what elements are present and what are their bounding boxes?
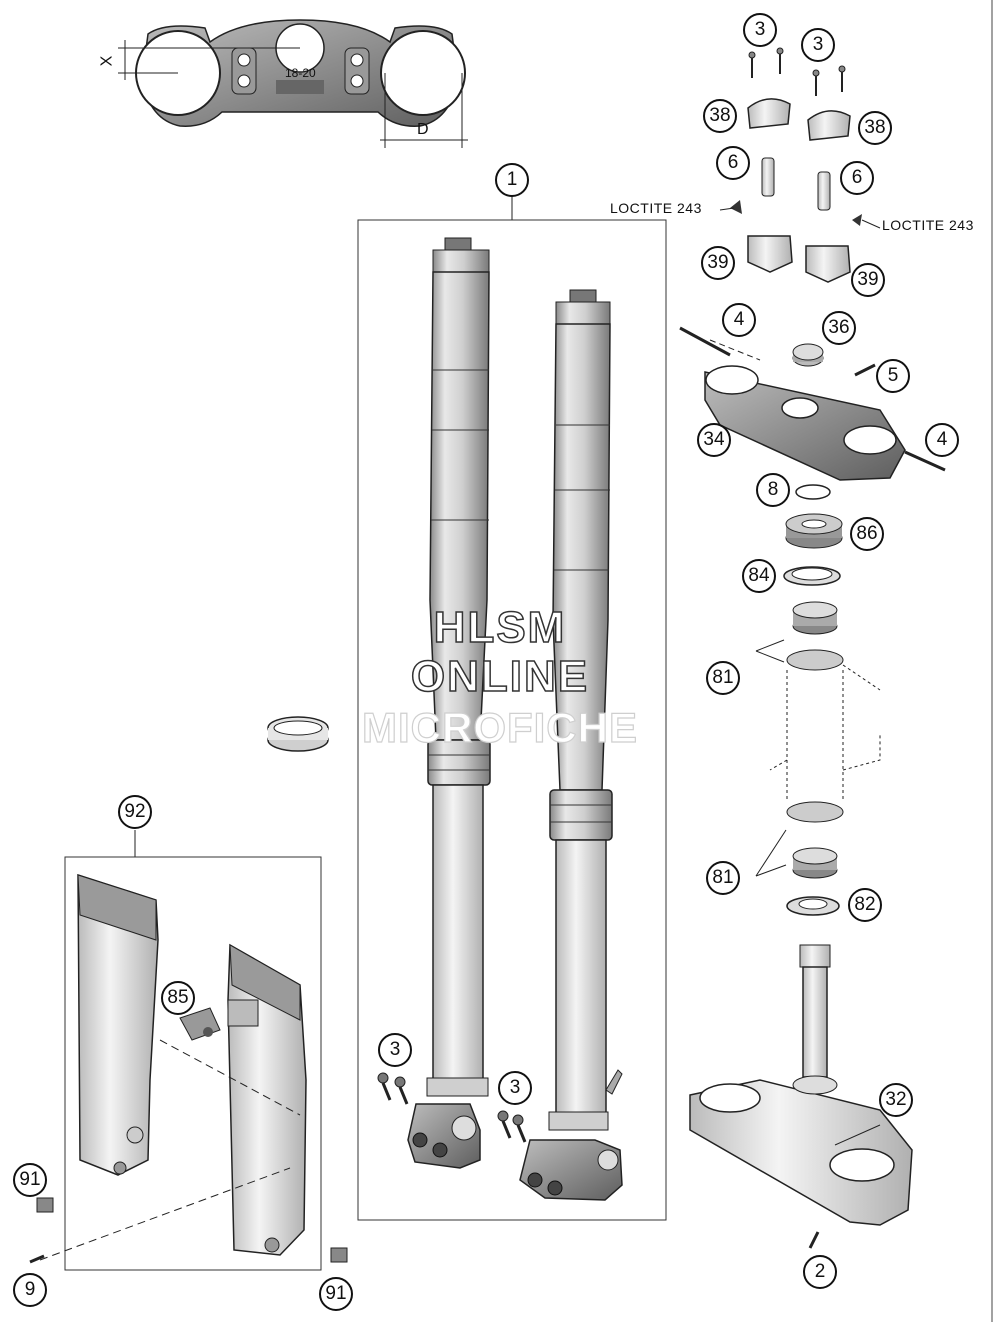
callout-2[interactable]: 2 [803, 1255, 837, 1289]
handlebar-clamps-upper [747, 98, 851, 141]
callout-39-right[interactable]: 39 [851, 263, 885, 297]
handlebar-clamps-lower [747, 235, 851, 283]
brake-hose-guide [179, 1007, 221, 1041]
fork-guard-left [77, 873, 159, 1176]
callout-38-right[interactable]: 38 [858, 111, 892, 145]
lower-seal-ring [786, 896, 840, 916]
callout-34[interactable]: 34 [697, 423, 731, 457]
callout-6-right[interactable]: 6 [840, 161, 874, 195]
lower-triple-clamp-with-stem [689, 944, 913, 1249]
fork-clamp-bolts-right [497, 1110, 527, 1143]
dimension-x-label: X [98, 55, 116, 67]
callout-9[interactable]: 9 [13, 1273, 47, 1307]
callout-8[interactable]: 8 [756, 473, 790, 507]
seal-ring [783, 566, 841, 586]
fork-leg-left [407, 237, 491, 1169]
callout-4-upper[interactable]: 4 [722, 303, 756, 337]
callout-5[interactable]: 5 [876, 359, 910, 393]
callout-1[interactable]: 1 [495, 163, 529, 197]
callout-85[interactable]: 85 [161, 981, 195, 1015]
callout-3-fork-left[interactable]: 3 [378, 1033, 412, 1067]
callout-38-left[interactable]: 38 [703, 99, 737, 133]
triple-clamp-plan-view [118, 19, 468, 148]
fork-assembly-frame [357, 219, 667, 1221]
fork-guard-right [227, 943, 307, 1256]
o-ring [795, 484, 831, 500]
callout-84[interactable]: 84 [742, 559, 776, 593]
dimension-d-label: D [417, 121, 429, 138]
steering-nut [792, 343, 824, 367]
callout-4-lower[interactable]: 4 [925, 423, 959, 457]
callout-3-top-right[interactable]: 3 [801, 28, 835, 62]
clamp-part-code: 18-20 [285, 66, 316, 80]
lower-bearing [792, 847, 838, 879]
upper-bearing [792, 601, 838, 635]
dust-seal [785, 513, 843, 549]
leader-lines [755, 639, 881, 1146]
loctite-label-left: LOCTITE 243 [610, 200, 702, 216]
callout-92[interactable]: 92 [118, 795, 152, 829]
callout-81-lower[interactable]: 81 [706, 861, 740, 895]
callout-3-top-left[interactable]: 3 [743, 13, 777, 47]
callout-3-fork-right[interactable]: 3 [498, 1071, 532, 1105]
callout-39-left[interactable]: 39 [701, 246, 735, 280]
callout-82[interactable]: 82 [848, 888, 882, 922]
upper-triple-clamp [679, 326, 946, 481]
callout-91-left[interactable]: 91 [13, 1163, 47, 1197]
fork-clamp-bolts-left [377, 1072, 409, 1105]
fork-guard-frame [64, 856, 322, 1271]
loctite-label-right: LOCTITE 243 [882, 217, 974, 233]
fork-ring [267, 716, 329, 752]
callout-6-left[interactable]: 6 [716, 146, 750, 180]
steering-head-outline [769, 649, 881, 823]
fork-leg-right [519, 289, 623, 1201]
callout-81-upper[interactable]: 81 [706, 661, 740, 695]
guard-screws [29, 1197, 348, 1264]
callout-91-right[interactable]: 91 [319, 1277, 353, 1311]
callout-86[interactable]: 86 [850, 517, 884, 551]
callout-36[interactable]: 36 [822, 311, 856, 345]
handlebar-clamp-bolts [748, 47, 846, 96]
callout-32[interactable]: 32 [879, 1083, 913, 1117]
handlebar-riser-bolts [719, 157, 881, 229]
